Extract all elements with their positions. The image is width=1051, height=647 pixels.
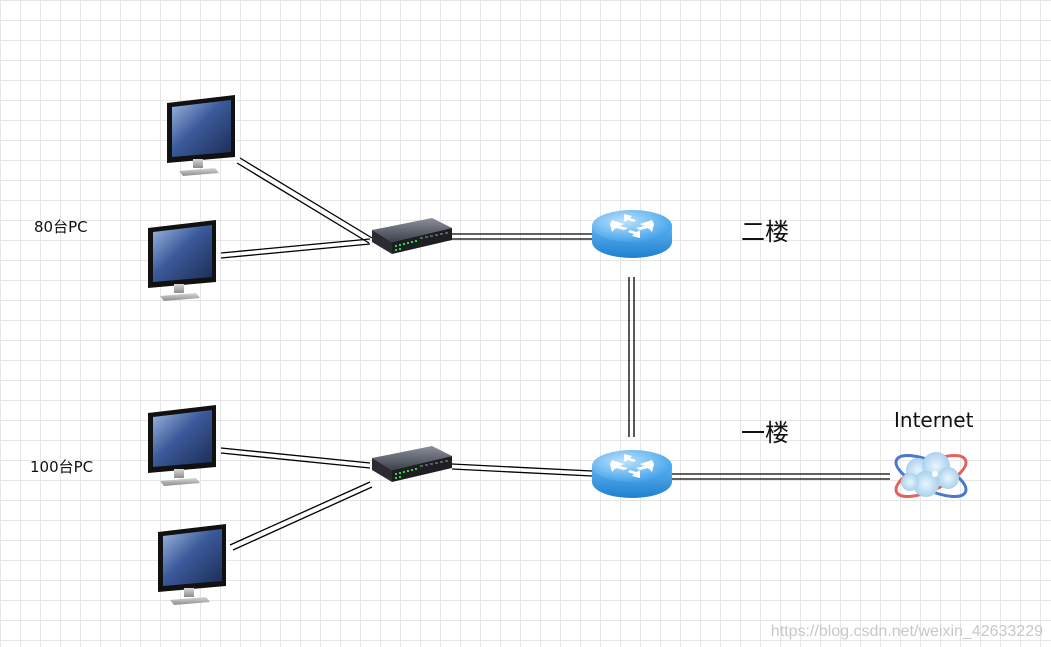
link-router2-router1 xyxy=(628,277,635,437)
desktop-monitor-icon[interactable] xyxy=(165,95,237,181)
floor2-label: 二楼 xyxy=(741,218,789,246)
network-switch-icon[interactable] xyxy=(370,444,454,490)
internet-cloud-icon[interactable] xyxy=(888,444,974,512)
link-pc4-switch1 xyxy=(229,481,373,551)
link-router1-internet xyxy=(670,473,890,480)
desktop-monitor-icon[interactable] xyxy=(146,220,218,306)
link-switch1-router1 xyxy=(451,463,593,477)
internet-label: Internet xyxy=(894,408,974,432)
link-pc2-switch2 xyxy=(220,238,371,259)
desktop-monitor-icon[interactable] xyxy=(146,405,218,491)
router-icon[interactable] xyxy=(590,206,674,268)
link-pc3-switch1 xyxy=(220,447,371,469)
router-icon[interactable] xyxy=(590,446,674,508)
floor2-pc-count-label: 80台PC xyxy=(34,218,88,236)
watermark-text: https://blog.csdn.net/weixin_42633229 xyxy=(770,623,1043,640)
link-pc1-switch2 xyxy=(236,157,373,244)
floor1-label: 一楼 xyxy=(741,419,789,447)
link-switch2-router2 xyxy=(452,233,592,240)
desktop-monitor-icon[interactable] xyxy=(156,524,228,610)
network-switch-icon[interactable] xyxy=(370,216,454,262)
floor1-pc-count-label: 100台PC xyxy=(30,458,94,476)
